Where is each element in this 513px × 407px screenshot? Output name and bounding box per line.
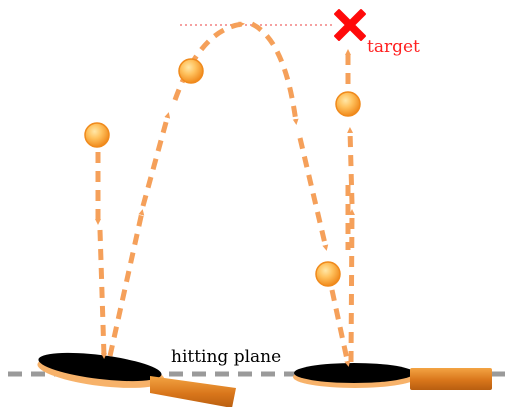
target-x-mark-icon bbox=[334, 9, 366, 41]
right-trajectory bbox=[329, 49, 355, 367]
ball-icon-left-start bbox=[84, 122, 110, 148]
ball-icon-left-upper bbox=[178, 58, 204, 84]
hitting-plane-label: hitting plane bbox=[171, 347, 281, 367]
ball-icon-right-upper bbox=[335, 91, 361, 117]
left-paddle-icon bbox=[37, 352, 236, 407]
ball-icon-right-lower bbox=[315, 261, 341, 287]
left-trajectory bbox=[95, 21, 329, 359]
right-paddle-icon bbox=[293, 363, 492, 390]
target-label: target bbox=[367, 37, 420, 57]
